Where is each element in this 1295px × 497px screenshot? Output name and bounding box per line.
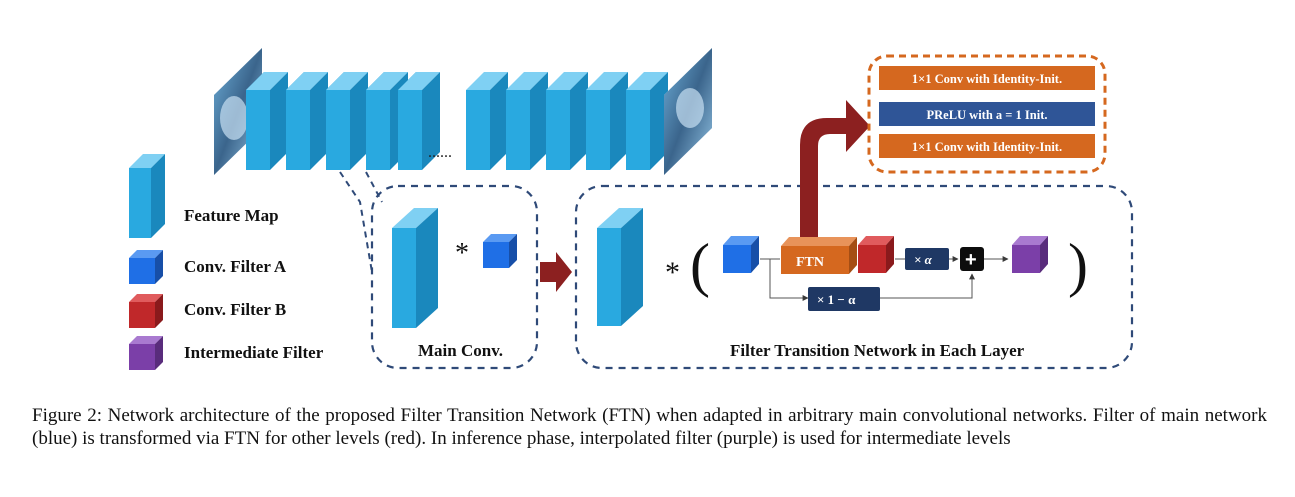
feature-map-stack-left bbox=[214, 48, 440, 175]
legend: Feature Map Conv. Filter A Conv. Filter … bbox=[129, 154, 324, 370]
ftn-layer-conv-top: 1×1 Conv with Identity-Init. bbox=[879, 66, 1095, 90]
ftn-conv-op: * bbox=[665, 256, 680, 289]
main-conv-border bbox=[370, 184, 539, 370]
bypass-return-line bbox=[880, 273, 975, 299]
main-conv-op: * bbox=[455, 238, 469, 269]
ftn-panel-border bbox=[574, 184, 1134, 370]
feature-map-block bbox=[398, 72, 440, 170]
mult-alpha-label: × α bbox=[914, 252, 933, 267]
mult-alpha-box: × α bbox=[905, 248, 949, 270]
figure-caption: Figure 2: Network architecture of the pr… bbox=[32, 405, 1267, 449]
legend-feature-map-label: Feature Map bbox=[184, 206, 279, 225]
ftn-layer-label: 1×1 Conv with Identity-Init. bbox=[912, 140, 1062, 154]
feature-map-block bbox=[506, 72, 548, 170]
ftn-filter-a bbox=[723, 236, 759, 273]
legend-intermediate-label: Intermediate Filter bbox=[184, 343, 324, 362]
mult-one-minus-alpha-box: × 1 − α bbox=[808, 287, 880, 311]
feature-map-block bbox=[326, 72, 368, 170]
legend-filter-b-label: Conv. Filter B bbox=[184, 300, 286, 319]
feature-map-block bbox=[586, 72, 628, 170]
ftn-expand-arrow bbox=[800, 100, 870, 237]
feature-map-block bbox=[466, 72, 508, 170]
architecture-diagram: ...... Feature Map Conv. Filter A bbox=[129, 48, 1134, 370]
paren-open: ( bbox=[690, 232, 710, 298]
ftn-detail-panel: 1×1 Conv with Identity-Init. PReLU with … bbox=[867, 54, 1107, 174]
legend-intermediate-icon bbox=[129, 336, 163, 370]
ftn-filter-b bbox=[858, 236, 894, 273]
feature-map-block bbox=[626, 72, 668, 170]
ftn-panel: * ( ) FTN × α bbox=[574, 184, 1134, 370]
main-conv-filter-a bbox=[483, 234, 517, 268]
paren-close: ) bbox=[1068, 232, 1088, 298]
plus-label: + bbox=[965, 249, 977, 271]
zoom-line bbox=[365, 171, 383, 203]
ftn-layer-label: PReLU with a = 1 Init. bbox=[926, 108, 1047, 122]
feature-map-block bbox=[286, 72, 328, 170]
ftn-panel-label: Filter Transition Network in Each Layer bbox=[730, 341, 1025, 360]
ellipsis-text: ...... bbox=[428, 144, 452, 161]
main-conv-label: Main Conv. bbox=[418, 341, 503, 360]
legend-filter-a-label: Conv. Filter A bbox=[184, 257, 287, 276]
legend-feature-map-icon bbox=[129, 154, 165, 238]
main-conv-feature-map bbox=[392, 208, 438, 328]
bypass-line bbox=[769, 259, 809, 301]
ftn-layer-prelu: PReLU with a = 1 Init. bbox=[879, 102, 1095, 126]
mult-one-minus-alpha-label: × 1 − α bbox=[817, 292, 856, 307]
feature-map-block bbox=[546, 72, 588, 170]
legend-filter-a-icon bbox=[129, 250, 163, 284]
ftn-layer-label: 1×1 Conv with Identity-Init. bbox=[912, 72, 1062, 86]
plus-node: + bbox=[960, 247, 984, 271]
ftn-layer-conv-bottom: 1×1 Conv with Identity-Init. bbox=[879, 134, 1095, 158]
ftn-detail-border bbox=[867, 54, 1107, 174]
transition-arrow bbox=[540, 252, 572, 292]
ftn-panel-feature-map bbox=[597, 208, 643, 326]
ftn-block-label: FTN bbox=[796, 255, 824, 270]
legend-filter-b-icon bbox=[129, 294, 163, 328]
main-conv-panel: * Main Conv. bbox=[370, 184, 539, 370]
feature-map-block bbox=[246, 72, 288, 170]
ftn-intermediate-filter bbox=[1012, 236, 1048, 273]
ftn-block: FTN bbox=[781, 237, 857, 274]
zoom-line bbox=[339, 171, 373, 273]
input-image-left bbox=[214, 48, 262, 175]
output-image-right bbox=[664, 48, 712, 175]
feature-map-stack-right bbox=[466, 48, 712, 175]
